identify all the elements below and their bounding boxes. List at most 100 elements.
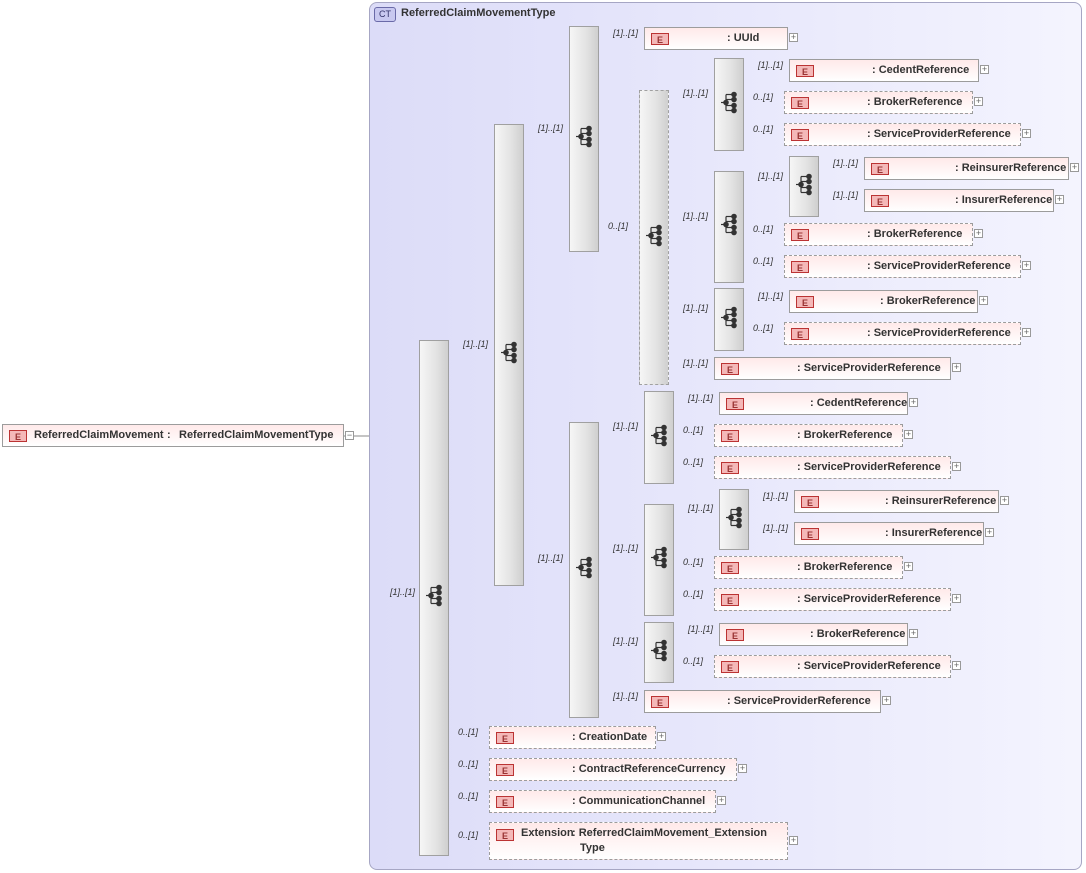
element-brokerreference[interactable]: E: BrokerReference	[784, 91, 973, 114]
sequence-compositor[interactable]	[569, 26, 599, 252]
element-contractreferencecurrency[interactable]: E : ContractReferenceCurrency	[489, 758, 737, 781]
sequence-compositor[interactable]	[714, 171, 744, 283]
element-type: : BrokerReference	[810, 628, 906, 640]
sequence-icon	[650, 546, 668, 574]
sequence-compositor[interactable]	[714, 288, 744, 351]
sequence-compositor[interactable]	[644, 504, 674, 616]
root-element[interactable]: E ReferredClaimMovement : ReferredClaimM…	[2, 424, 344, 447]
sequence-icon	[725, 506, 743, 533]
expand-icon[interactable]: +	[979, 295, 988, 305]
element-serviceproviderreference[interactable]: E: ServiceProviderReference	[784, 322, 1021, 345]
expand-icon[interactable]: +	[789, 32, 798, 42]
element-communicationchannel[interactable]: E: CommunicationChannel	[489, 790, 716, 813]
expand-icon[interactable]: +	[1022, 327, 1031, 337]
element-type: : ServiceProviderReference	[797, 362, 941, 374]
sequence-compositor[interactable]	[719, 489, 749, 550]
element-type: : ServiceProviderReference	[727, 695, 871, 707]
sequence-icon	[650, 424, 668, 451]
element-type: : ServiceProviderReference	[797, 461, 941, 473]
expand-icon[interactable]: +	[952, 593, 961, 603]
cardinality-label: [1]..[1]	[833, 190, 859, 200]
element-insurerreference[interactable]: E: InsurerReference	[864, 189, 1054, 212]
cardinality-label: 0..[1]	[458, 791, 479, 801]
element-serviceproviderreference[interactable]: E : ServiceProviderReference	[644, 690, 881, 713]
sequence-compositor[interactable]	[494, 124, 524, 586]
element-serviceproviderreference[interactable]: E: ServiceProviderReference	[784, 255, 1021, 278]
cardinality-label: [1]..[1]	[683, 358, 709, 368]
element-uuid[interactable]: E: UUId	[644, 27, 788, 50]
element-serviceproviderreference[interactable]: E: ServiceProviderReference	[784, 123, 1021, 146]
element-badge: E	[651, 696, 669, 708]
cardinality-label: [1]..[1]	[688, 503, 714, 513]
sequence-compositor[interactable]	[644, 622, 674, 683]
expand-icon[interactable]: +	[882, 695, 891, 705]
sequence-compositor[interactable]	[569, 422, 599, 718]
expand-icon[interactable]: +	[1000, 495, 1009, 505]
expand-icon[interactable]: +	[974, 228, 983, 238]
expand-icon[interactable]: +	[717, 795, 726, 805]
expand-icon[interactable]: +	[738, 763, 747, 773]
sequence-compositor[interactable]	[714, 58, 744, 151]
element-insurerreference[interactable]: E: InsurerReference	[794, 522, 984, 545]
sequence-icon	[720, 91, 738, 118]
expand-icon[interactable]: +	[980, 64, 989, 74]
element-badge: E	[871, 195, 889, 207]
sequence-compositor[interactable]	[644, 391, 674, 484]
expand-icon[interactable]: +	[1022, 128, 1031, 138]
cardinality-label: [1]..[1]	[613, 543, 639, 553]
element-creationdate[interactable]: E: CreationDate	[489, 726, 656, 749]
element-serviceproviderreference[interactable]: E: ServiceProviderReference	[714, 357, 951, 380]
element-badge: E	[496, 829, 514, 841]
element-cedentreference[interactable]: E: CedentReference	[789, 59, 979, 82]
element-reinsurerreference[interactable]: E: ReinsurerReference	[864, 157, 1069, 180]
element-badge: E	[801, 496, 819, 508]
sequence-compositor[interactable]	[419, 340, 449, 856]
expand-icon[interactable]: +	[1070, 162, 1079, 172]
expand-icon[interactable]: +	[1055, 194, 1064, 204]
expand-icon[interactable]: +	[657, 731, 666, 741]
cardinality-label: 0..[1]	[683, 425, 704, 435]
element-type: : CedentReference	[810, 397, 908, 409]
element-serviceproviderreference[interactable]: E: ServiceProviderReference	[714, 588, 951, 611]
element-cedentreference[interactable]: E: CedentReference	[719, 392, 908, 415]
cardinality-label: 0..[1]	[753, 124, 774, 134]
element-brokerreference[interactable]: E: BrokerReference	[789, 290, 978, 313]
element-badge: E	[721, 462, 739, 474]
expand-icon[interactable]: +	[789, 835, 798, 845]
collapse-icon[interactable]: −	[345, 430, 354, 440]
expand-icon[interactable]: +	[985, 527, 994, 537]
expand-icon[interactable]: +	[909, 397, 918, 407]
element-serviceproviderreference[interactable]: E: ServiceProviderReference	[714, 655, 951, 678]
expand-icon[interactable]: +	[904, 429, 913, 439]
element-type: : InsurerReference	[885, 527, 983, 539]
cardinality-label: 0..[1]	[458, 727, 479, 737]
sequence-compositor[interactable]	[789, 156, 819, 217]
expand-icon[interactable]: +	[909, 628, 918, 638]
element-brokerreference[interactable]: E: BrokerReference	[714, 424, 903, 447]
expand-icon[interactable]: +	[1022, 260, 1031, 270]
expand-icon[interactable]: +	[952, 461, 961, 471]
element-type: : BrokerReference	[867, 228, 963, 240]
element-brokerreference[interactable]: E: BrokerReference	[719, 623, 908, 646]
element-type: : ServiceProviderReference	[867, 327, 1011, 339]
element-badge: E	[496, 764, 514, 776]
expand-icon[interactable]: +	[904, 561, 913, 571]
element-badge: E	[651, 33, 669, 45]
element-serviceproviderreference[interactable]: E : ServiceProviderReference	[714, 456, 951, 479]
element-badge: E	[496, 796, 514, 808]
element-type: : ServiceProviderReference	[797, 593, 941, 605]
sequence-compositor[interactable]	[639, 90, 669, 385]
cardinality-label: 0..[1]	[753, 323, 774, 333]
cardinality-label: [1]..[1]	[763, 523, 789, 533]
cardinality-label: [1]..[1]	[763, 491, 789, 501]
cardinality-label: 0..[1]	[753, 224, 774, 234]
element-type: : BrokerReference	[867, 96, 963, 108]
element-type: : ContractReferenceCurrency	[572, 763, 726, 775]
expand-icon[interactable]: +	[952, 362, 961, 372]
expand-icon[interactable]: +	[952, 660, 961, 670]
expand-icon[interactable]: +	[974, 96, 983, 106]
element-brokerreference[interactable]: E: BrokerReference	[714, 556, 903, 579]
element-reinsurerreference[interactable]: E: ReinsurerReference	[794, 490, 999, 513]
element-brokerreference[interactable]: E: BrokerReference	[784, 223, 973, 246]
